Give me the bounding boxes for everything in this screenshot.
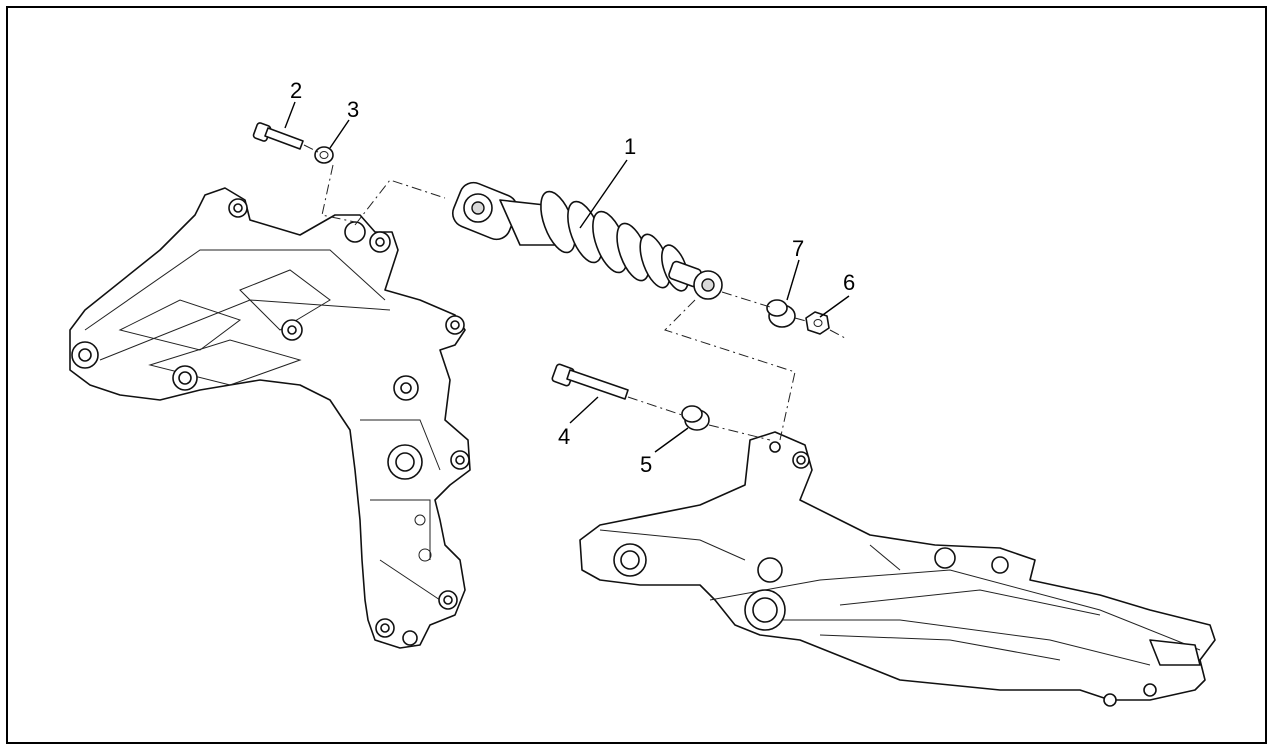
bolt-4 <box>551 363 629 400</box>
bushing-5 <box>681 405 710 431</box>
frame-bracket <box>69 187 471 649</box>
shock-absorber <box>451 181 723 300</box>
callout-5: 5 <box>640 452 652 477</box>
callout-3: 3 <box>347 97 359 122</box>
callout-7: 7 <box>792 236 804 261</box>
leader-lines <box>284 101 850 453</box>
washer-3 <box>314 146 334 164</box>
swingarm <box>579 431 1216 707</box>
callout-1: 1 <box>624 134 636 159</box>
assembly-lines <box>303 144 846 441</box>
bushing-7 <box>766 299 796 328</box>
callout-6: 6 <box>843 270 855 295</box>
callout-4: 4 <box>558 424 570 449</box>
nut-6 <box>805 311 830 335</box>
callout-2: 2 <box>290 78 302 103</box>
bolt-2 <box>252 122 304 150</box>
